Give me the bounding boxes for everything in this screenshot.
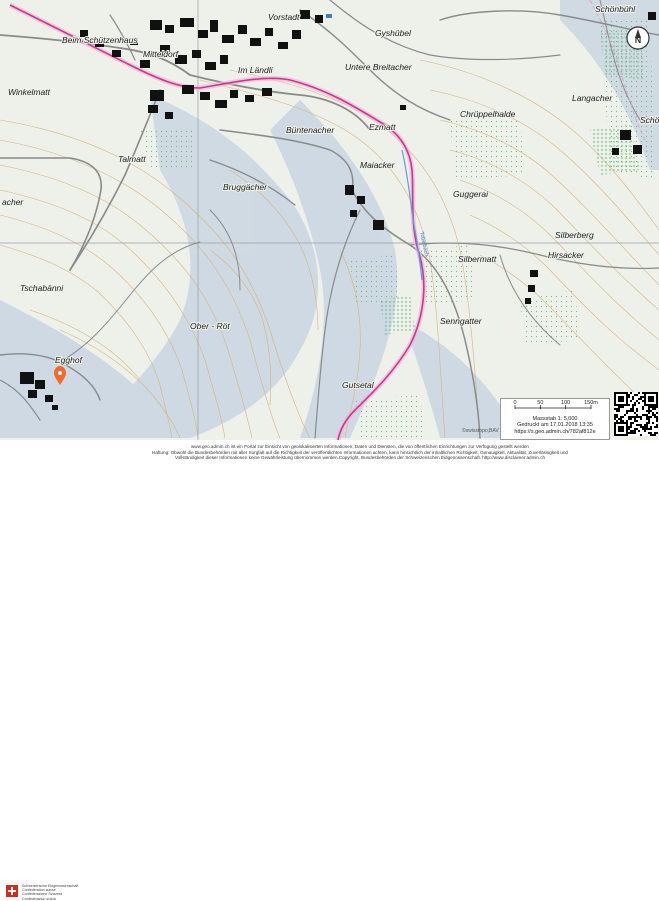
place-label: Tschabänni bbox=[20, 283, 64, 293]
footer: Schweizerische Eidgenossenschaft Confédé… bbox=[0, 440, 659, 901]
scale-tick-label: 0 bbox=[513, 400, 516, 406]
place-label: Gutsetal bbox=[342, 380, 375, 390]
location-marker[interactable] bbox=[54, 366, 66, 385]
place-label: Im Ländli bbox=[238, 65, 274, 75]
map-pin-icon[interactable] bbox=[54, 366, 66, 385]
place-label: Senngatter bbox=[440, 316, 483, 326]
map-canvas[interactable]: Tobelbach bbox=[0, 0, 659, 468]
scale-tick-label: 150m bbox=[584, 400, 598, 406]
stream-label: Tobelbach bbox=[418, 231, 429, 257]
stream: Tobelbach bbox=[401, 149, 429, 281]
border-line bbox=[8, 0, 646, 441]
place-label: acher bbox=[2, 197, 24, 207]
place-label: Ezmatt bbox=[369, 122, 396, 132]
place-label: Mitteldorf bbox=[143, 49, 180, 59]
confederation-label: Schweizerische Eidgenossenschaft Confédé… bbox=[22, 884, 79, 901]
scale-ratio: Massstab 1: 5,000 bbox=[532, 415, 578, 422]
swiss-cross-icon bbox=[6, 885, 18, 897]
scale-tick-label: 50 bbox=[537, 400, 543, 406]
grid-lines bbox=[0, 0, 659, 440]
footer-disclaimer: www.geo.admin.ch ist ein Portal zur Eins… bbox=[152, 444, 568, 461]
place-label: Silbermatt bbox=[458, 254, 497, 264]
place-label: Silberberg bbox=[555, 230, 594, 240]
place-label: Guggerai bbox=[453, 189, 489, 199]
place-label: Chrüppelhalde bbox=[460, 109, 516, 119]
place-label: Untere Breitacher bbox=[345, 62, 413, 72]
contour-lines bbox=[0, 59, 659, 439]
qr-code-icon bbox=[614, 392, 658, 436]
place-label: Hirsacker bbox=[548, 250, 585, 260]
compass[interactable]: N bbox=[626, 26, 650, 50]
scale-bar: 0 50 100 150m bbox=[513, 400, 598, 409]
place-label: Maiacker bbox=[360, 160, 396, 170]
place-label: Schön bbox=[640, 115, 659, 125]
print-date: Gedruckt am 17.01.2018 13:35 bbox=[517, 422, 593, 428]
place-label: Büntenacher bbox=[286, 125, 335, 135]
place-label: Langacher bbox=[572, 93, 613, 103]
place-label: Bruggächer bbox=[223, 182, 268, 192]
scale-tick-label: 100 bbox=[561, 400, 570, 406]
place-label: Ober - Röt bbox=[190, 321, 230, 331]
place-label: Schönbühl bbox=[595, 4, 636, 14]
place-label: Egghof bbox=[55, 355, 84, 365]
place-label: Gyshübel bbox=[375, 28, 412, 38]
bus-stop-icon bbox=[326, 14, 332, 18]
place-label: Beim Schützenhaus bbox=[62, 35, 138, 45]
scale-box: 0 50 100 150m Massstab 1: 5,000 Gedruckt am… bbox=[500, 398, 610, 440]
buildings bbox=[20, 10, 656, 410]
short-url[interactable]: https://s.geo.admin.ch/782af812e bbox=[514, 428, 596, 435]
place-label: Vorstadt bbox=[268, 12, 300, 22]
compass-letter: N bbox=[635, 35, 642, 45]
copyright-label: ©swisstopo,BAV bbox=[462, 428, 499, 434]
place-label: Winkelmatt bbox=[8, 87, 51, 97]
place-label: Talmatt bbox=[118, 154, 146, 164]
